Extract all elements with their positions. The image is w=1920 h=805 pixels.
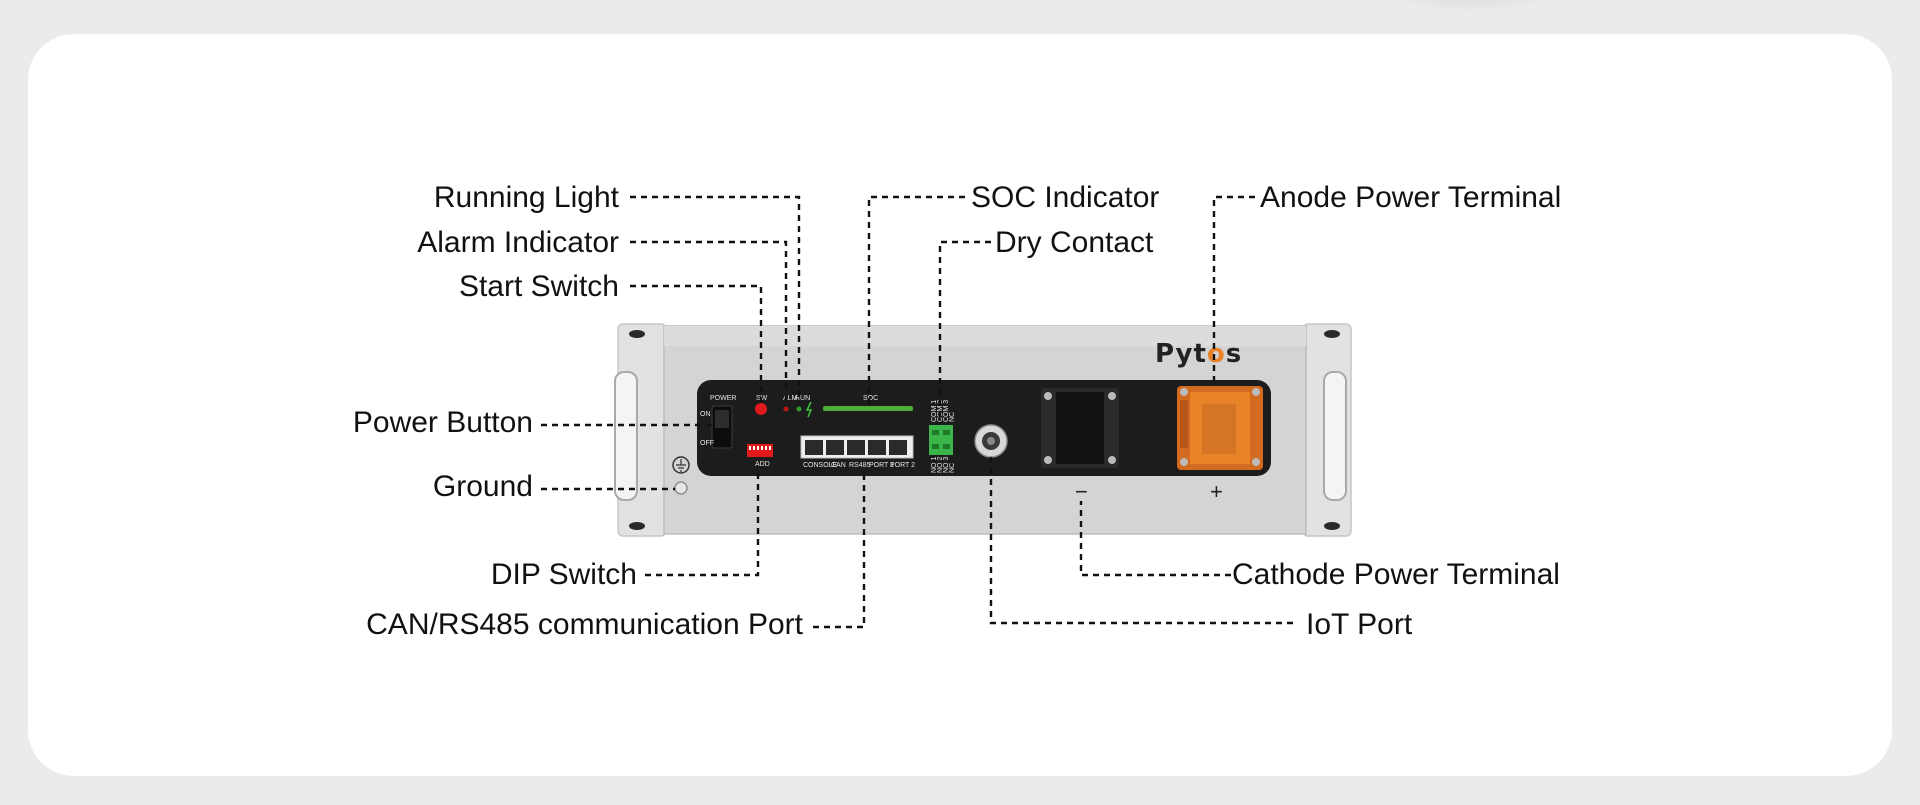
alm-label: ALM	[783, 395, 798, 402]
leader-soc-indicator	[867, 195, 965, 406]
svg-text:COM 1: COM 1	[931, 400, 938, 422]
screw	[1180, 388, 1188, 396]
cathode-power-terminal[interactable]	[1056, 392, 1104, 464]
can-port[interactable]	[826, 440, 844, 455]
svg-text:NC: NC	[949, 412, 956, 422]
soc-indicator-bar	[823, 406, 913, 411]
terminal-face	[1202, 404, 1236, 454]
leader-can-rs485	[813, 472, 866, 629]
dry-contact-terminal[interactable]	[929, 425, 953, 455]
label-power-button: Power Button	[353, 406, 533, 439]
label-cathode-power-terminal: Cathode Power Terminal	[1232, 558, 1560, 591]
right-handle	[1323, 371, 1347, 501]
dry-contact-labels-top: COM 1 COM 2 COM 3 NC	[931, 400, 956, 422]
ear-hole	[1324, 522, 1340, 530]
plus-sign: +	[1210, 479, 1223, 504]
alarm-led	[783, 406, 789, 412]
rs485-port[interactable]	[847, 440, 865, 455]
ear-hole	[629, 522, 645, 530]
leader-cathode-terminal	[1079, 501, 1231, 577]
dip-switch[interactable]	[747, 444, 773, 457]
brand-logo: Pytos	[1155, 339, 1242, 369]
power-on-label: ON	[700, 411, 711, 418]
label-dip-switch: DIP Switch	[491, 558, 637, 591]
port-2[interactable]	[889, 440, 907, 455]
terminal-slot	[932, 430, 939, 435]
running-led	[796, 406, 802, 412]
leader-dry-contact	[938, 240, 991, 424]
background-shadow	[1380, 0, 1560, 10]
svg-text:COM 2: COM 2	[937, 400, 944, 422]
ear-hole	[1324, 330, 1340, 338]
svg-text:NO 3: NO 3	[943, 457, 950, 473]
screw	[1252, 458, 1260, 466]
dip-switch-levers	[749, 446, 771, 450]
screw	[1044, 392, 1052, 400]
port-label: PORT 1	[869, 462, 894, 469]
ground-screw	[674, 481, 688, 495]
leader-lines	[541, 195, 1293, 629]
label-ground: Ground	[433, 470, 533, 503]
body-highlight	[664, 326, 1306, 346]
label-dry-contact: Dry Contact	[995, 226, 1154, 259]
label-running-light: Running Light	[434, 181, 620, 214]
label-alarm-indicator: Alarm Indicator	[417, 226, 619, 259]
terminal-slot	[943, 444, 950, 449]
ground-symbol	[676, 459, 686, 472]
port-label: CONSOLE	[803, 462, 838, 469]
leader-start-switch	[630, 284, 763, 403]
dry-contact-labels-bottom: NO 1 NO 2 NO 3 NC	[931, 457, 956, 473]
port-1[interactable]	[868, 440, 886, 455]
left-handle	[614, 371, 638, 501]
leader-iot-port	[989, 457, 1293, 625]
ground-icon	[672, 456, 690, 474]
leader-alarm-indicator	[630, 240, 788, 403]
power-off-label: OFF	[700, 440, 714, 447]
screw	[1044, 456, 1052, 464]
terminal-latch	[1180, 400, 1188, 448]
callout-labels: Running Light Alarm Indicator Start Swit…	[353, 181, 1561, 641]
ear-hole	[629, 330, 645, 338]
terminal-slot	[932, 444, 939, 449]
console-port[interactable]	[805, 440, 823, 455]
svg-text:NC: NC	[949, 463, 956, 473]
battery-unit: Pytos POWER ON OFF SW ALM RUN SOC COM 1 …	[614, 323, 1352, 537]
power-label: POWER	[710, 395, 736, 402]
leader-anode-terminal	[1212, 195, 1255, 386]
port-label: CAN	[831, 462, 846, 469]
screw	[1108, 456, 1116, 464]
soc-label: SOC	[863, 395, 878, 402]
minus-sign: −	[1075, 479, 1088, 504]
svg-text:NO 1: NO 1	[931, 457, 938, 473]
run-label: RUN	[795, 395, 810, 402]
screw	[1180, 458, 1188, 466]
leader-dip-switch	[645, 468, 760, 577]
label-start-switch: Start Switch	[459, 270, 619, 303]
port-label: PORT 2	[890, 462, 915, 469]
svg-text:NO 2: NO 2	[937, 457, 944, 473]
screw	[1108, 392, 1116, 400]
iot-port-pin	[987, 437, 995, 445]
label-iot-port: IoT Port	[1306, 608, 1413, 641]
terminal-slot	[943, 430, 950, 435]
start-switch-button[interactable]	[755, 403, 767, 415]
label-soc-indicator: SOC Indicator	[971, 181, 1159, 214]
label-can-rs485-port: CAN/RS485 communication Port	[366, 608, 804, 641]
svg-text:COM 3: COM 3	[943, 400, 950, 422]
lightning-icon	[805, 401, 813, 418]
power-rocker-face	[715, 410, 729, 428]
leader-running-light	[630, 195, 801, 403]
label-anode-power-terminal: Anode Power Terminal	[1260, 181, 1561, 214]
dip-add-label: ADD	[755, 461, 770, 468]
screw	[1252, 388, 1260, 396]
port-label: RS485	[849, 462, 871, 469]
